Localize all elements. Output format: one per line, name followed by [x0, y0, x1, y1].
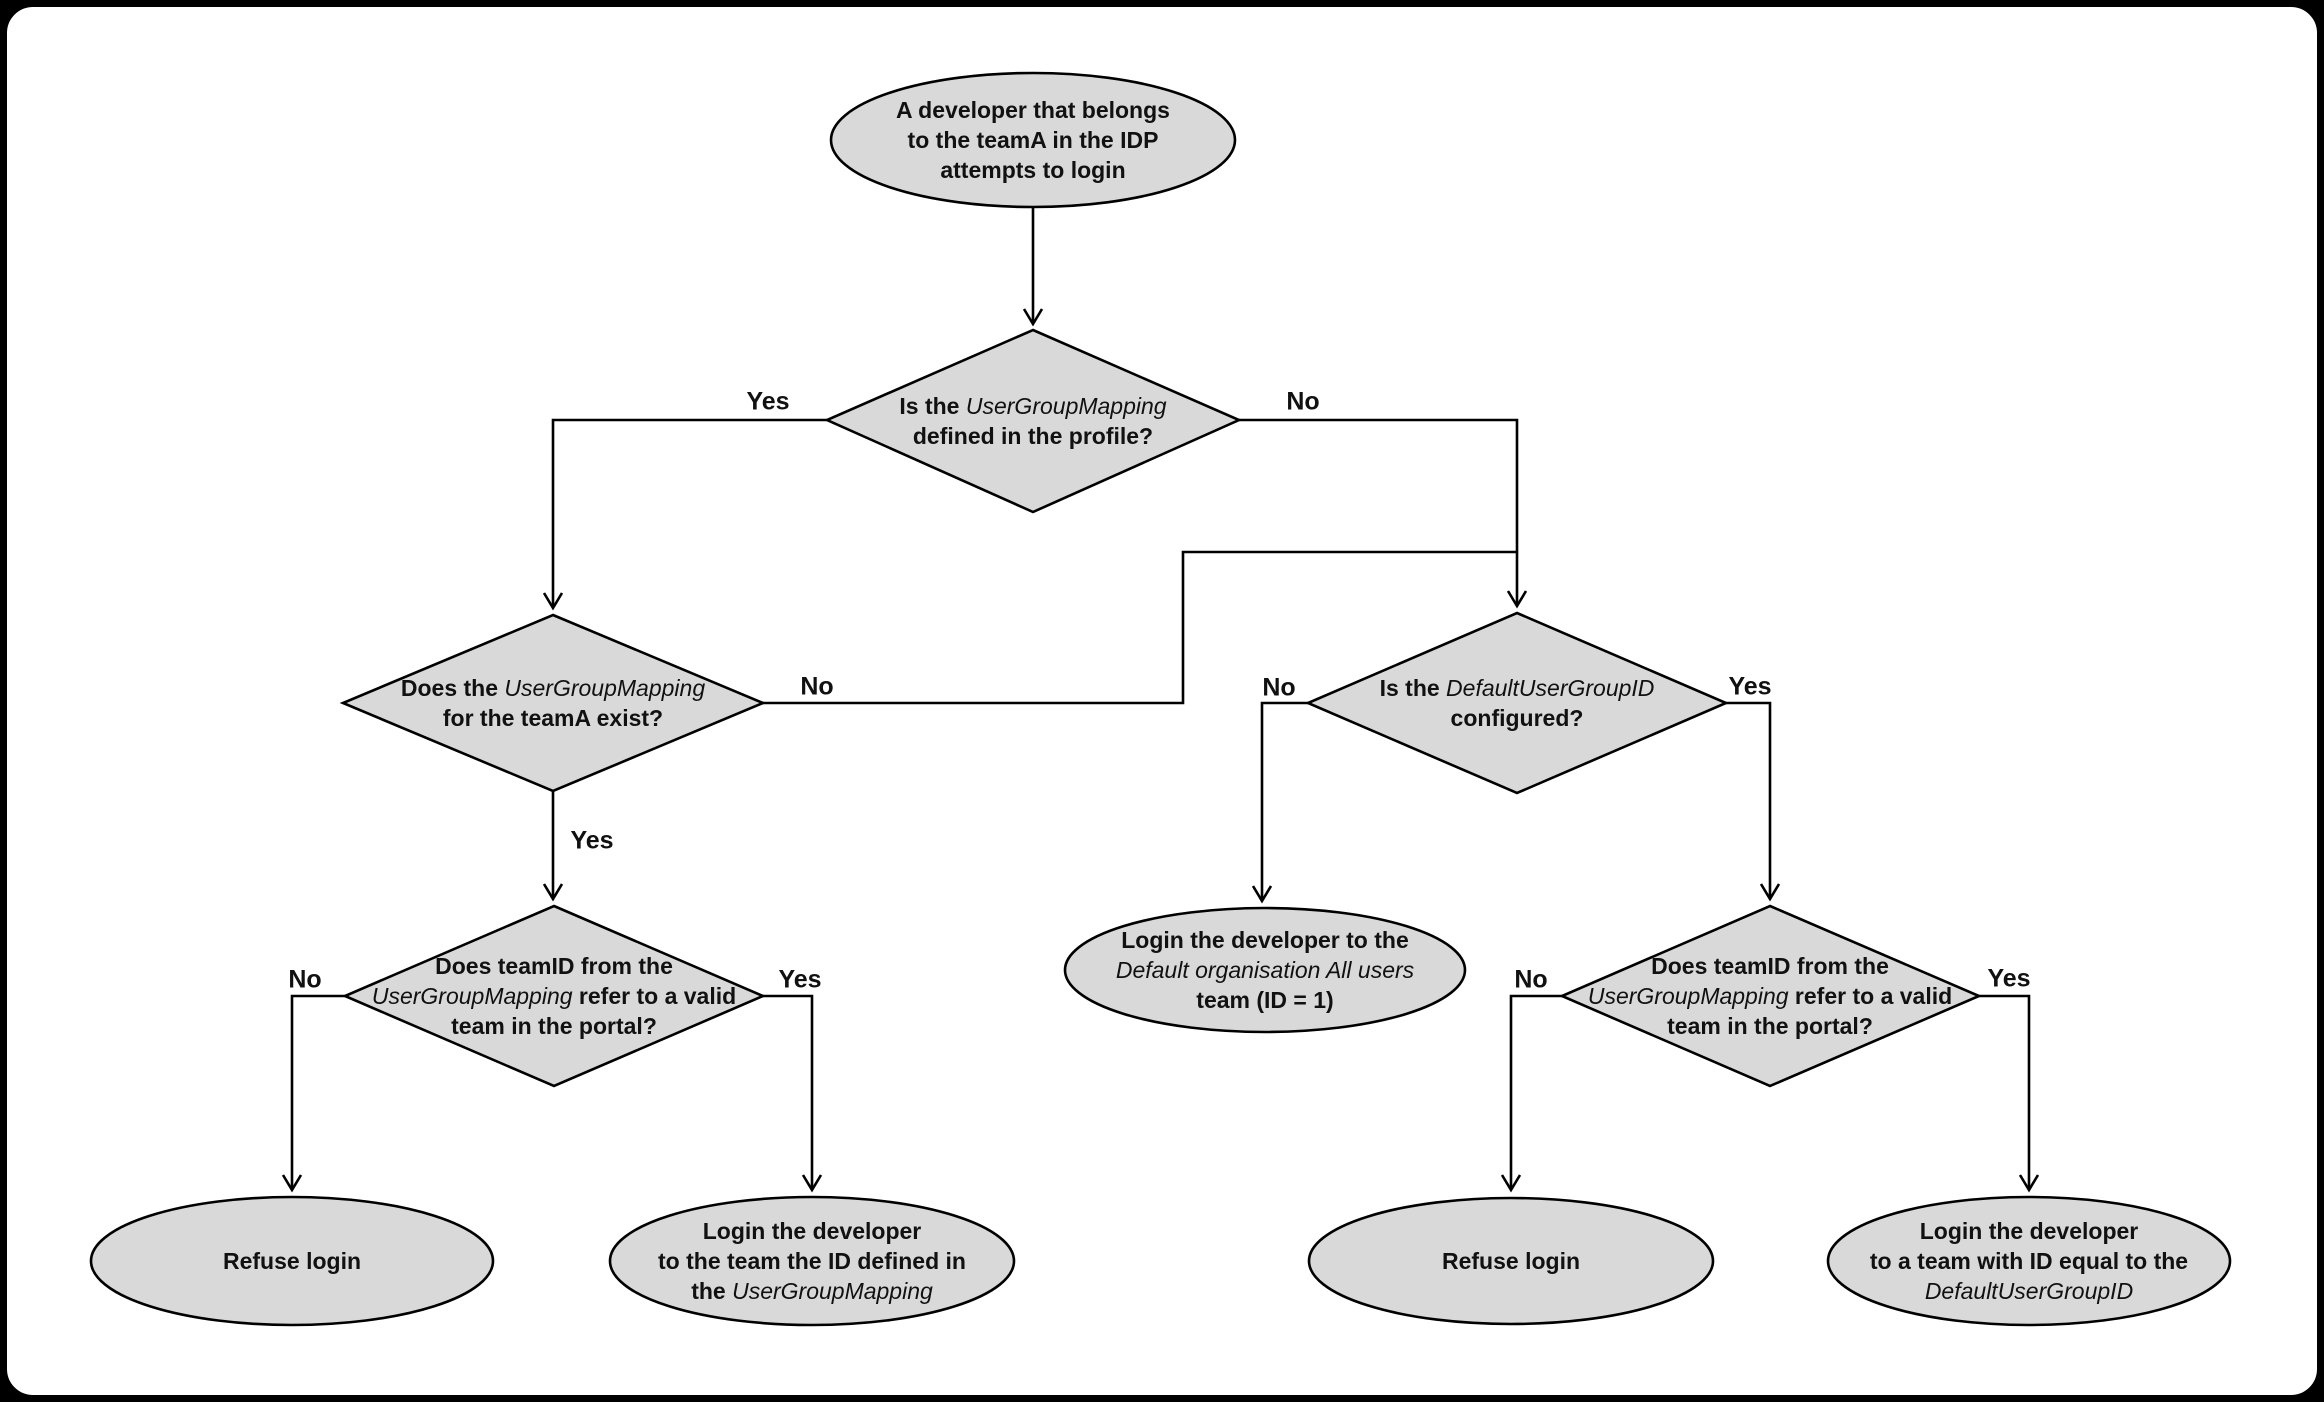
edge-ugm-defined-no: [1239, 418, 1528, 609]
node-shape-refuse-left: [89, 1195, 495, 1327]
node-shape-login-default-org: [1063, 906, 1467, 1034]
edge-teamid-left-no: [281, 994, 345, 1193]
node-shape-teamid-valid-right: [1558, 904, 1983, 1088]
edge-ugm-defined-yes: [542, 418, 827, 611]
edge-teamid-left-yes: [763, 994, 823, 1193]
node-shape-login-ugm-team: [608, 1195, 1016, 1327]
edge-default-configured-yes: [1726, 701, 1781, 902]
edge-ugm-exists-no-merge: [763, 550, 1517, 705]
edge-teamid-right-yes: [1979, 994, 2040, 1193]
node-shape-refuse-right: [1307, 1196, 1715, 1326]
node-shape-start: [829, 71, 1237, 209]
node-shape-teamid-valid-left: [341, 904, 767, 1088]
node-shape-ugm-defined: [823, 328, 1243, 514]
node-shape-login-default-id: [1826, 1195, 2232, 1327]
node-shape-ugm-exists: [339, 613, 767, 793]
edge-teamid-right-no: [1500, 994, 1562, 1193]
node-shape-default-configured: [1304, 611, 1730, 795]
edge-default-configured-no: [1251, 701, 1308, 904]
